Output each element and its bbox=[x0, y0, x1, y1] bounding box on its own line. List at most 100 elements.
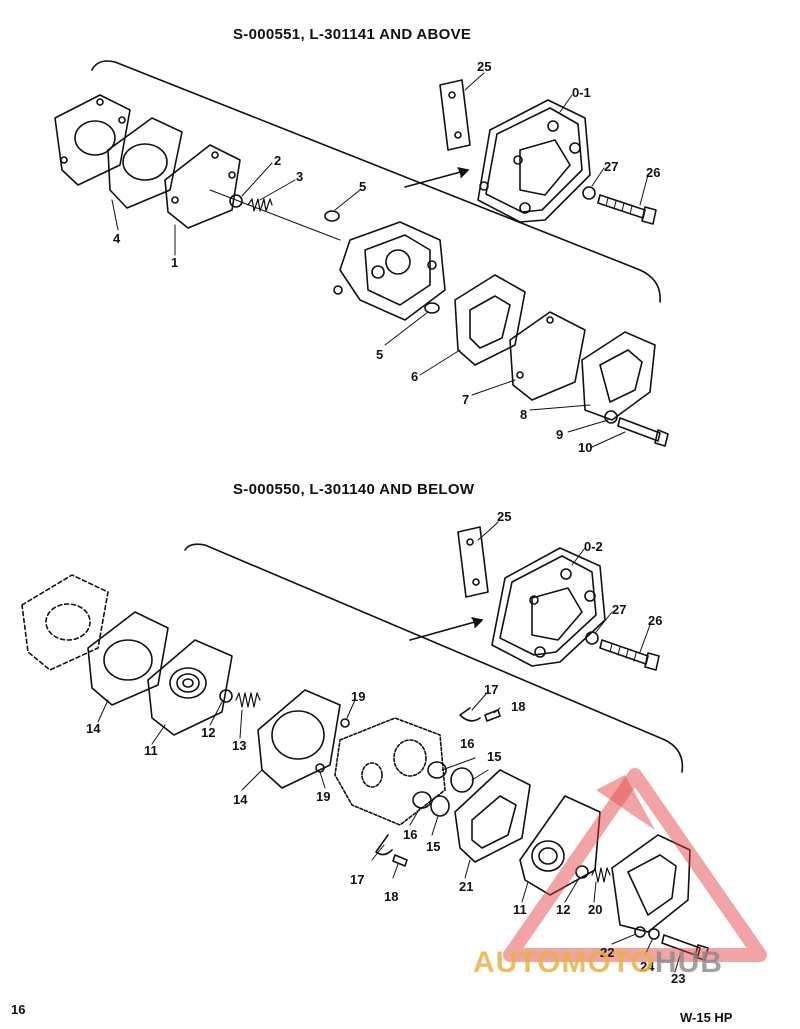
gasket-6 bbox=[454, 274, 526, 366]
nut-19-upper bbox=[340, 718, 350, 728]
callout-5-lower: 5 bbox=[376, 347, 384, 362]
callout-12-inner: 12 bbox=[556, 902, 571, 917]
callout-1: 1 bbox=[171, 255, 179, 270]
callout-5-upper: 5 bbox=[359, 179, 367, 194]
clip-17-lower bbox=[375, 834, 393, 856]
watermark-logo bbox=[503, 768, 767, 962]
callout-17-upper: 17 bbox=[484, 682, 499, 697]
assembly-arrow-bottom bbox=[409, 619, 483, 641]
flange-plate-4 bbox=[54, 94, 131, 186]
callout-3: 3 bbox=[296, 169, 304, 184]
callout-0-1: 0-1 bbox=[572, 85, 591, 100]
gasket-21 bbox=[454, 769, 531, 863]
watermark-text: AUTOMOTOHUB bbox=[473, 946, 723, 980]
gasket-middle-top bbox=[107, 117, 183, 209]
assembly-bracket-top bbox=[91, 60, 661, 303]
gasket-14-outer bbox=[87, 611, 169, 706]
callout-19-lower: 19 bbox=[316, 789, 331, 804]
leader-lines-top bbox=[111, 72, 649, 448]
section-heading-top: S-000551, L-301141 AND ABOVE bbox=[233, 26, 472, 43]
callout-22: 22 bbox=[600, 945, 615, 960]
callout-18-lower: 18 bbox=[384, 889, 399, 904]
callout-14-inner: 14 bbox=[233, 792, 248, 807]
screw-18-upper bbox=[484, 709, 501, 722]
screw-26-top bbox=[597, 194, 657, 225]
spring-13 bbox=[235, 692, 261, 708]
diaphragm-1 bbox=[164, 144, 241, 229]
retainer-12-outer bbox=[219, 689, 233, 703]
section-heading-bottom: S-000550, L-301140 AND BELOW bbox=[233, 481, 475, 498]
callout-27-top: 27 bbox=[604, 159, 619, 174]
callout-16-upper: 16 bbox=[460, 736, 475, 751]
washer-24 bbox=[648, 928, 660, 940]
gasket-16-upper bbox=[427, 761, 447, 779]
callout-18-upper: 18 bbox=[511, 699, 526, 714]
callout-25-bottom: 25 bbox=[497, 509, 512, 524]
screw-23 bbox=[661, 934, 709, 961]
spring-20 bbox=[591, 867, 611, 883]
diaphragm-11-outer bbox=[147, 639, 233, 736]
cover-8 bbox=[581, 331, 656, 421]
gasket-25-bottom bbox=[457, 526, 489, 598]
callout-14-outer: 14 bbox=[86, 721, 101, 736]
fuel-pump-assembly-0-1 bbox=[477, 99, 591, 223]
callout-11-outer: 11 bbox=[144, 743, 158, 758]
plate-7 bbox=[509, 311, 586, 401]
washer-27-bottom bbox=[585, 631, 599, 645]
clip-17-upper bbox=[459, 707, 481, 722]
washer-22 bbox=[634, 926, 646, 938]
washer-27-top bbox=[582, 186, 596, 200]
callout-6: 6 bbox=[411, 369, 419, 384]
callout-4: 4 bbox=[113, 231, 121, 246]
callout-8: 8 bbox=[520, 407, 528, 422]
watermark-part1: AUTOMOTO bbox=[473, 946, 655, 979]
retainer-12-inner bbox=[575, 865, 589, 879]
leader-lines-bottom bbox=[97, 521, 681, 973]
check-valve-5-upper bbox=[324, 210, 340, 222]
retainer-2 bbox=[229, 194, 243, 208]
callout-27-bottom: 27 bbox=[612, 602, 627, 617]
callout-17-lower: 17 bbox=[350, 872, 365, 887]
screw-10 bbox=[617, 417, 669, 447]
valve-15-lower bbox=[430, 795, 450, 817]
callout-26-top: 26 bbox=[646, 165, 661, 180]
callout-15-upper: 15 bbox=[487, 749, 502, 764]
pump-body-top bbox=[333, 221, 446, 321]
cover-bottom bbox=[611, 834, 691, 933]
callout-20: 20 bbox=[588, 902, 603, 917]
callout-19-upper: 19 bbox=[351, 689, 366, 704]
callout-7: 7 bbox=[462, 392, 470, 407]
page-number: 16 bbox=[11, 1002, 26, 1017]
callout-25-top: 25 bbox=[477, 59, 492, 74]
callout-0-2: 0-2 bbox=[584, 539, 603, 554]
model-label: W-15 HP bbox=[680, 1010, 733, 1025]
gasket-14-inner bbox=[257, 689, 341, 789]
callout-23: 23 bbox=[671, 971, 686, 986]
callout-16-lower: 16 bbox=[403, 827, 418, 842]
spring-3 bbox=[247, 198, 273, 212]
callout-26-bottom: 26 bbox=[648, 613, 663, 628]
assembly-bracket-bottom bbox=[184, 543, 684, 773]
valve-15-upper bbox=[450, 767, 474, 793]
screw-18-lower bbox=[392, 854, 408, 867]
callout-9: 9 bbox=[556, 427, 564, 442]
fuel-pump-assembly-0-2 bbox=[491, 547, 606, 667]
callout-15-lower: 15 bbox=[426, 839, 441, 854]
callout-10: 10 bbox=[578, 440, 593, 455]
assembly-arrow-top bbox=[404, 169, 469, 188]
watermark-part2: HUB bbox=[654, 946, 723, 979]
screw-26-bottom bbox=[599, 639, 660, 671]
callout-13: 13 bbox=[232, 738, 247, 753]
check-valve-5-lower bbox=[424, 302, 440, 314]
flange-plate-dashed bbox=[21, 574, 109, 671]
washer-9 bbox=[604, 410, 618, 424]
callout-11-inner: 11 bbox=[513, 902, 527, 917]
callout-21: 21 bbox=[459, 879, 474, 894]
callout-12-outer: 12 bbox=[201, 725, 216, 740]
callout-2: 2 bbox=[274, 153, 282, 168]
callout-24: 24 bbox=[640, 959, 655, 974]
gasket-16-lower bbox=[412, 791, 432, 809]
gasket-25-top bbox=[439, 79, 471, 151]
